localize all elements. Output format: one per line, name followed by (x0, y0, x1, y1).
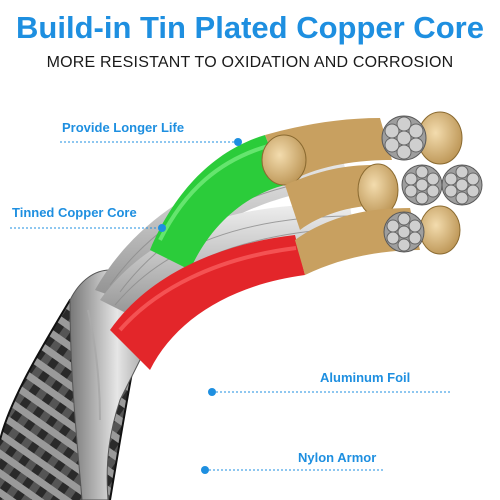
page-title: Build-in Tin Plated Copper Core (16, 10, 484, 45)
tinned-strand-bundle-4 (383, 211, 425, 253)
callout-leader-longer-life (60, 138, 242, 146)
red-wire (110, 235, 305, 370)
callout-nylon-armor: Nylon Armor (298, 450, 377, 465)
copper-conductor-mid (285, 163, 399, 230)
copper-conductor-top (261, 118, 392, 186)
tinned-strand-bundle-1 (381, 115, 427, 161)
page-subtitle: MORE RESISTANT TO OXIDATION AND CORROSIO… (46, 54, 454, 71)
callout-aluminum-foil: Aluminum Foil (320, 370, 411, 385)
green-wire (150, 135, 285, 270)
tinned-strand-bundle-3 (441, 164, 483, 206)
callout-longer-life: Provide Longer Life (62, 120, 185, 135)
callout-leader-nylon-armor (201, 466, 385, 474)
callout-leader-aluminum-foil (208, 388, 450, 396)
callout-tinned-copper-core: Tinned Copper Core (12, 205, 137, 220)
tinned-strand-bundle-2 (401, 164, 443, 206)
callout-leader-tinned-core (10, 224, 166, 232)
